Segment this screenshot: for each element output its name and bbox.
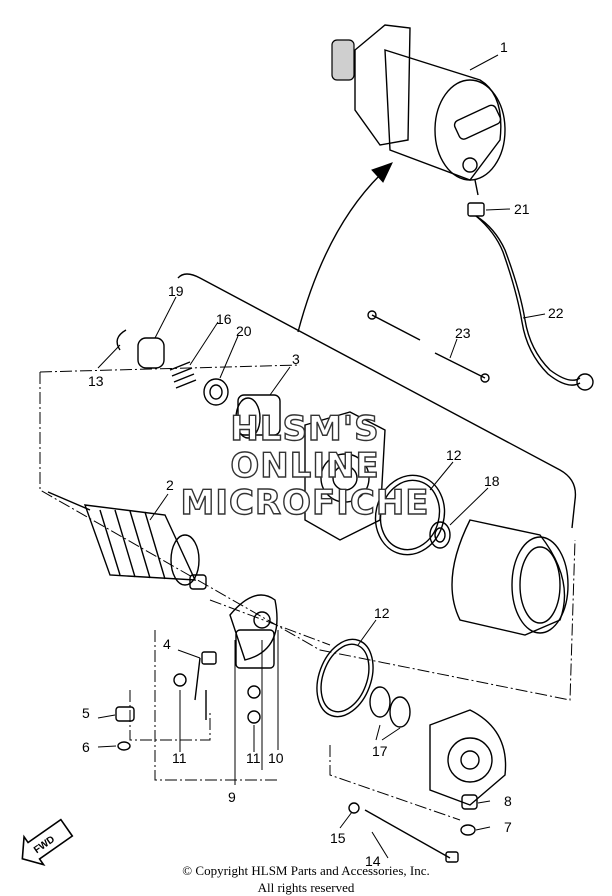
copyright-notice: © Copyright HLSM Parts and Accessories, … bbox=[0, 862, 612, 896]
rear-cover bbox=[429, 709, 507, 806]
watermark: HLSM'S ONLINE MICROFICHE bbox=[180, 408, 429, 523]
assembly-arrow bbox=[297, 162, 393, 333]
fwd-arrow-icon: FWD bbox=[21, 818, 74, 867]
watermark-line-2: ONLINE bbox=[230, 446, 379, 486]
brush-plate-part-10 bbox=[229, 594, 278, 661]
group-bracket bbox=[177, 273, 577, 529]
reference-lines bbox=[39, 364, 576, 821]
callout-2: 2 bbox=[166, 477, 174, 493]
cable-part-22 bbox=[467, 202, 594, 391]
washer-part-6 bbox=[117, 741, 131, 751]
watermark-line-3: MICROFICHE bbox=[180, 483, 429, 523]
callout-12-lower: 12 bbox=[374, 605, 390, 621]
washer-part-7 bbox=[460, 824, 476, 836]
nut-part-8 bbox=[461, 794, 478, 810]
seal-part-18 bbox=[429, 521, 451, 549]
callout-19: 19 bbox=[168, 283, 184, 299]
yoke-housing bbox=[451, 519, 569, 636]
washer-part-15 bbox=[348, 802, 360, 814]
callout-18: 18 bbox=[484, 473, 500, 489]
copyright-line-1: © Copyright HLSM Parts and Accessories, … bbox=[182, 863, 430, 878]
callout-9: 9 bbox=[228, 789, 236, 805]
starter-motor-part-1 bbox=[331, 24, 506, 196]
callout-7: 7 bbox=[504, 819, 512, 835]
callout-20: 20 bbox=[236, 323, 252, 339]
callout-1: 1 bbox=[500, 39, 508, 55]
callout-11b: 11 bbox=[246, 750, 261, 766]
leader-lines bbox=[97, 54, 546, 859]
callout-12-upper: 12 bbox=[446, 447, 462, 463]
callout-4: 4 bbox=[163, 636, 171, 652]
watermark-line-1: HLSM'S bbox=[230, 409, 379, 449]
callout-6: 6 bbox=[82, 739, 90, 755]
seals-part-17 bbox=[369, 686, 411, 728]
callout-13: 13 bbox=[88, 373, 104, 389]
callout-5: 5 bbox=[82, 705, 90, 721]
callout-14: 14 bbox=[365, 853, 381, 869]
callout-17: 17 bbox=[372, 743, 388, 759]
pinion-small-parts bbox=[116, 329, 229, 406]
callout-22: 22 bbox=[548, 305, 564, 321]
pinion-gear-part-3 bbox=[235, 394, 281, 439]
callout-11a: 11 bbox=[172, 750, 187, 766]
nut-part-5 bbox=[115, 706, 135, 722]
o-ring-lower-part-12 bbox=[316, 638, 374, 718]
lead-parts-23 bbox=[367, 310, 490, 383]
callout-21: 21 bbox=[514, 201, 530, 217]
washers-part-11 bbox=[173, 673, 261, 724]
callout-8: 8 bbox=[504, 793, 512, 809]
copyright-line-2: All rights reserved bbox=[257, 880, 355, 895]
brush-holder-part-9 bbox=[194, 629, 275, 720]
armature-part-2 bbox=[47, 491, 207, 590]
callout-3: 3 bbox=[292, 351, 300, 367]
callout-16: 16 bbox=[216, 311, 232, 327]
callout-23: 23 bbox=[455, 325, 471, 341]
callout-15: 15 bbox=[330, 830, 346, 846]
through-bolt-part-14 bbox=[364, 809, 459, 863]
callout-10: 10 bbox=[268, 750, 284, 766]
callout-labels: 1 2 3 4 5 6 7 8 9 10 11 11 12 12 13 14 1… bbox=[82, 39, 564, 869]
